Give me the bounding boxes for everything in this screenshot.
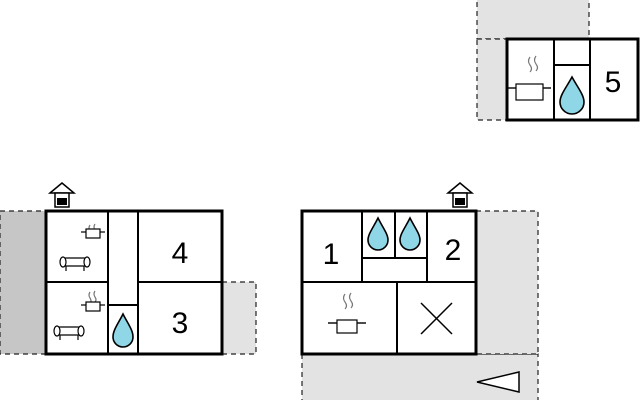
terrace-left-c — [476, 38, 508, 121]
bathroom-drop-icon — [559, 75, 585, 115]
kitchen-pot-icon — [81, 223, 105, 239]
sofa-icon — [59, 256, 91, 271]
bathroom-drop-icon — [367, 216, 389, 251]
sofa-icon — [53, 325, 85, 340]
unit-a: 4 3 — [0, 182, 257, 356]
unit-b: 1 2 — [300, 182, 539, 400]
bathroom-drop-icon — [399, 216, 421, 251]
cross-icon — [420, 302, 453, 335]
terrace-side — [475, 210, 539, 355]
room-3-label: 3 — [172, 307, 189, 340]
unit-c-outline — [505, 37, 640, 122]
room-5-label: 5 — [605, 66, 622, 99]
terrace-right — [221, 281, 257, 355]
room-4-label: 4 — [172, 237, 189, 270]
room-2-label: 2 — [445, 234, 462, 267]
kitchen-pot-icon — [508, 55, 551, 101]
terrace-top — [476, 0, 590, 40]
kitchen-pot-icon — [328, 292, 366, 334]
entrance-house-icon — [445, 182, 475, 208]
terrace-left — [0, 210, 47, 355]
entrance-house-icon — [47, 182, 77, 208]
unit-c: 5 — [476, 0, 640, 122]
kitchen-pot-icon — [81, 290, 105, 312]
room-1-label: 1 — [323, 238, 340, 271]
direction-arrow-icon — [476, 371, 520, 393]
bathroom-drop-icon — [112, 312, 134, 348]
